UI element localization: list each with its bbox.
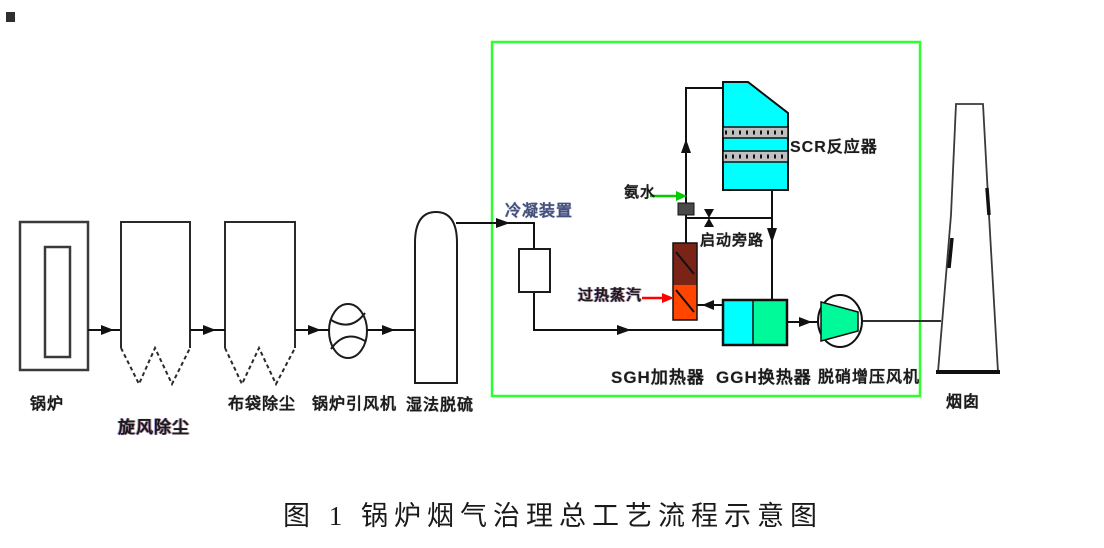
figure-caption: 图 1 锅炉烟气治理总工艺流程示意图 (283, 501, 823, 531)
flue-gas-piping (88, 87, 941, 331)
ammonia-injection-arrow (650, 191, 687, 201)
scr-reactor-shape (722, 81, 789, 191)
cyclone-shape (120, 221, 191, 387)
booster-fan-shape (817, 294, 863, 348)
ggh-shape (721, 298, 789, 347)
label-bag-filter: 布袋除尘 (228, 396, 297, 413)
label-wet-fgd: 湿法脱硫 (406, 397, 475, 414)
bypass-valve-shape (704, 209, 714, 227)
label-scr-reactor: SCR反应器 (790, 139, 878, 156)
stack-shape (936, 103, 1000, 374)
label-stack: 烟囱 (946, 394, 981, 411)
label-steam: 过热蒸汽 (578, 287, 643, 304)
label-id-fan: 锅炉引风机 (312, 396, 398, 413)
label-ammonia: 氨水 (624, 184, 657, 201)
wet-fgd-tower-shape (414, 210, 458, 384)
label-boiler: 锅炉 (30, 396, 65, 413)
label-sgh: SGH加热器 (611, 368, 705, 387)
boiler-shape (18, 220, 90, 372)
denox-island-boundary (490, 40, 922, 398)
sgh-heater-shape (672, 242, 698, 321)
condenser-shape (518, 248, 551, 293)
label-cyclone: 旋风除尘 (118, 418, 190, 437)
id-fan-shape (328, 303, 368, 359)
ammonia-mixer-shape (677, 202, 695, 216)
scr-catalyst-layers (722, 126, 789, 163)
flow-arrows (101, 139, 812, 335)
steam-supply-arrow (642, 293, 674, 303)
label-booster-fan: 脱硝增压风机 (818, 369, 921, 386)
label-ggh: GGH换热器 (716, 368, 812, 387)
label-condenser: 冷凝装置 (505, 203, 574, 220)
bag-filter-shape (224, 221, 296, 387)
label-startup-bypass: 启动旁路 (700, 232, 765, 249)
scan-artifact (6, 12, 15, 22)
